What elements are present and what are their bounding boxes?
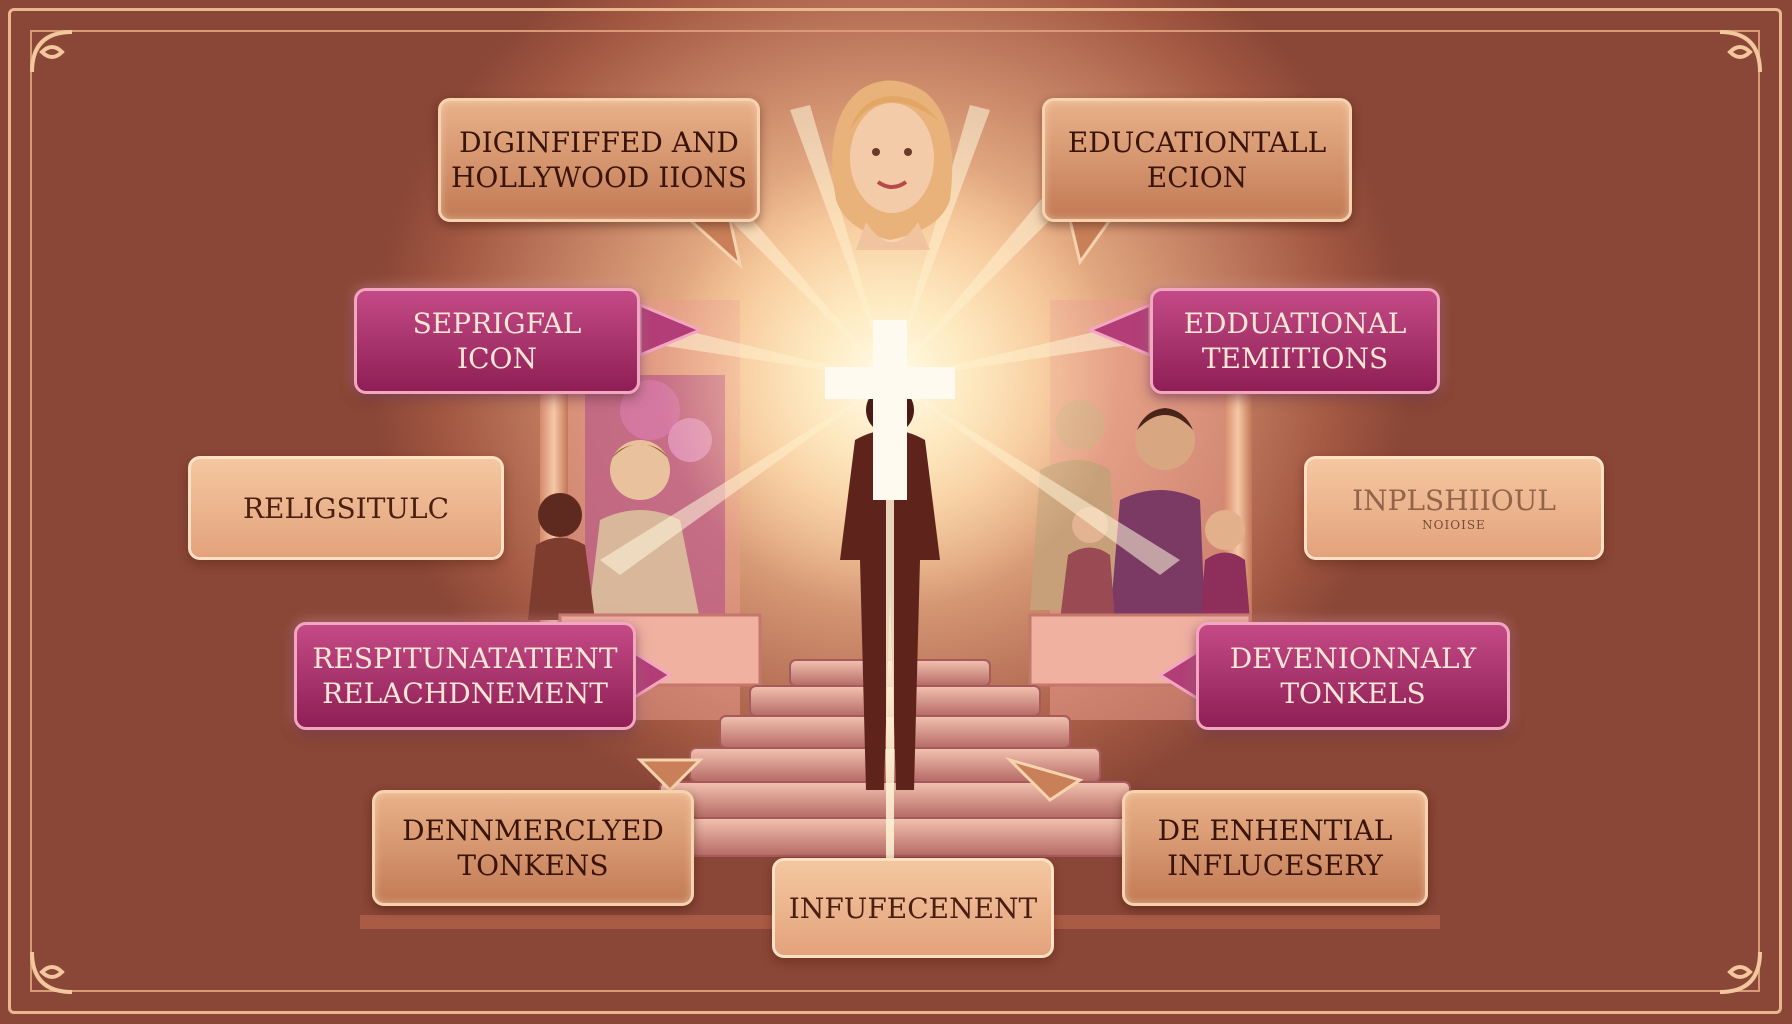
corner-ornament-icon [22,22,82,82]
box-upper-right: EDDUATIONAL TEMIITIONS [1150,288,1440,394]
corner-ornament-icon [1710,942,1770,1002]
corner-ornament-icon [22,942,82,1002]
box-bottom-center: INFUFECENENT [772,858,1054,958]
box-bottom-right-line1: DE ENHENTIAL [1157,814,1393,847]
box-top-left-line1: DIGINFIFFED AND [459,126,739,159]
box-upper-right-line2: TEMIITIONS [1201,342,1389,375]
woman-portrait-icon [832,80,953,250]
box-lower-right-line1: DEVENIONNALY [1229,642,1477,675]
box-bottom-left: DENNMERCLYED TONKENS [372,790,694,906]
inner-frame [30,30,1760,992]
box-lower-right-line2: TONKELS [1280,677,1426,710]
box-bottom-center-line1: INFUFECENENT [788,891,1038,925]
box-top-right-line1: EDUCATIONTALL [1067,126,1327,159]
box-lower-left-line1: RESPITUNATATIENT [312,642,618,675]
speech-bubble-icon [636,218,1113,802]
box-bottom-right-line2: INFLUCESERY [1167,849,1383,882]
box-lower-left: RESPITUNATATIENT RELACHDNEMENT [294,622,636,730]
box-mid-left-line1: RELIGSITULC [242,491,450,525]
box-bottom-right: DE ENHENTIAL INFLUCESERY [1122,790,1428,906]
box-mid-right: INPLSHIIOUL NOIOISE [1304,456,1604,560]
box-bottom-left-line2: TONKENS [457,849,609,882]
box-lower-left-line2: RELACHDNEMENT [322,677,608,710]
box-mid-right-line1: INPLSHIIOUL [1352,484,1556,517]
box-mid-right-line2: NOIOISE [1422,518,1486,532]
box-bottom-left-line1: DENNMERCLYED [402,814,664,847]
cross-icon [825,320,955,860]
corner-ornament-icon [1710,22,1770,82]
box-lower-right: DEVENIONNALY TONKELS [1196,622,1510,730]
box-upper-left-line1: SEPRIGFAL [412,307,582,340]
box-upper-left-line2: ICON [457,342,537,375]
box-top-right: EDUCATIONTALL ECION [1042,98,1352,222]
box-top-left-line2: HOLLYWOOD IIONS [450,161,748,194]
pointer-upper-left [638,302,704,358]
outer-frame [8,8,1782,1014]
box-top-left: DIGINFIFFED AND HOLLYWOOD IIONS [438,98,760,222]
box-upper-left: SEPRIGFAL ICON [354,288,640,394]
box-mid-left: RELIGSITULC [188,456,504,560]
box-top-right-line2: ECION [1146,161,1248,194]
box-upper-right-line1: EDDUATIONAL [1183,307,1407,340]
